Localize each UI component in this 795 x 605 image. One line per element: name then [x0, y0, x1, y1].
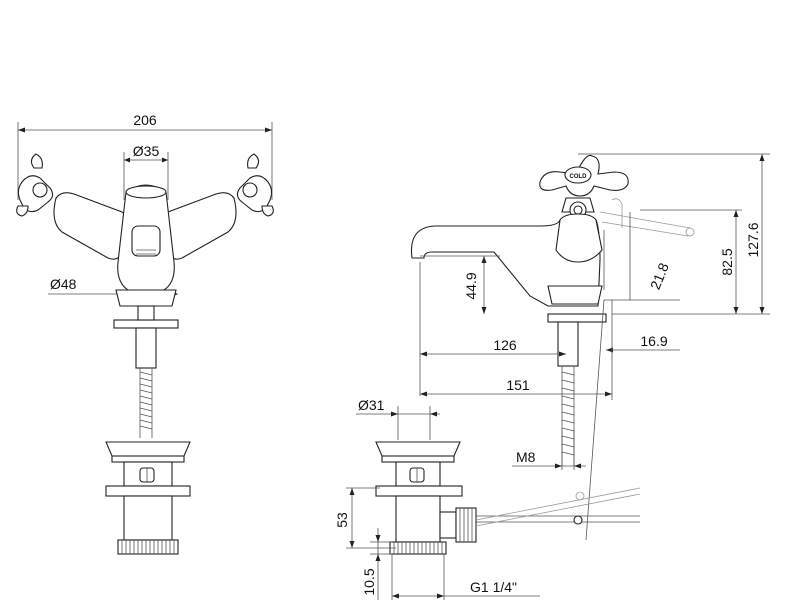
total-reach-dimension: 151 [420, 377, 612, 397]
left-cross-handle [16, 153, 54, 217]
waste-diameter-label: Ø31 [358, 397, 385, 413]
waste-diameter-dimension: Ø31 [356, 397, 440, 440]
waste-thread-height-label: 10.5 [361, 568, 377, 595]
rod-offset-dimension: 16.9 [606, 300, 680, 400]
spout-height-label: 82.5 [719, 248, 735, 275]
waste-assembly: Ø31 53 [334, 397, 641, 600]
right-cross-handle [236, 153, 274, 217]
waste-connector-nut [455, 507, 477, 543]
spout-diameter-dimension: Ø35 [123, 143, 169, 200]
total-height-label: 127.6 [745, 222, 761, 257]
outlet-height-label: 44.9 [463, 272, 479, 299]
waste-thread-height-dimension: 10.5 [361, 528, 392, 600]
lever-angle-label: 21.8 [647, 260, 672, 291]
rod-offset-label: 16.9 [640, 333, 667, 349]
left-valve-body [53, 192, 130, 260]
total-height-dimension: 127.6 [578, 153, 770, 315]
rod-thread [139, 371, 153, 430]
width-label: 206 [133, 112, 157, 128]
lever-dimension: 21.8 [604, 212, 680, 301]
base-flange [115, 289, 177, 307]
waste-thread-dimension: G1 1/4" [391, 554, 540, 600]
thread-dimension: M8 [512, 430, 586, 470]
mounting-nut [135, 327, 157, 369]
waste-height-label: 53 [334, 512, 350, 528]
handle-indicator-text: COLD [570, 174, 588, 180]
width-dimension: 206 [17, 112, 273, 200]
total-reach-label: 151 [506, 377, 530, 393]
waste-thread-label: G1 1/4" [470, 579, 517, 595]
side-base [547, 285, 603, 305]
spout-height-dimension: 82.5 [640, 209, 742, 314]
front-waste [105, 441, 191, 555]
front-view: 206 Ø35 [16, 112, 274, 555]
spout-diameter-label: Ø35 [133, 143, 160, 159]
outlet-height-dimension: 44.9 [420, 255, 500, 314]
side-rod-thread [561, 371, 575, 456]
base-diameter-label: Ø48 [50, 276, 77, 292]
popup-lever [599, 198, 695, 290]
mounting-washer [113, 319, 179, 329]
reach-dimension: 126 [419, 262, 566, 396]
waste-height-dimension: 53 [334, 487, 396, 549]
thread-label: M8 [516, 449, 536, 465]
spout-outlet [131, 225, 161, 257]
reach-label: 126 [493, 337, 517, 353]
side-view: COLD 127.6 82. [410, 153, 770, 541]
side-cross-handle: COLD [539, 154, 629, 219]
